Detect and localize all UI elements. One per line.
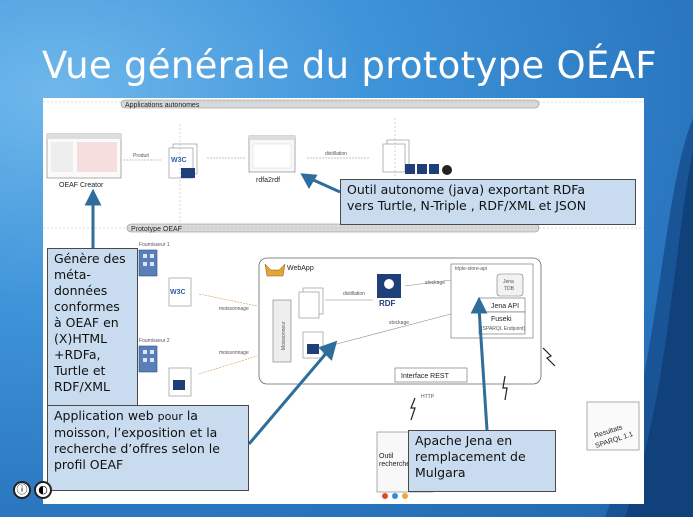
callout-c3-line1: Application web pour la — [54, 408, 242, 425]
callout-outil-autonome: Outil autonome (java) exportant RDFa ver… — [340, 179, 636, 225]
tomcat-cat-icon — [264, 263, 286, 277]
callout-c3-part1: Application web — [54, 408, 158, 423]
callout-c1-line2: vers Turtle, N-Triple , RDF/XML et JSON — [347, 198, 587, 213]
triple-store-api-label: triple-store-api — [455, 266, 487, 272]
callout-c4-line3: Mulgara — [415, 465, 466, 480]
outil-label: Outil — [379, 453, 394, 460]
by-icon: ◐ — [34, 481, 52, 499]
fournisseur1-label: Fournisseur 1 — [139, 242, 170, 248]
callout-arrows — [84, 173, 489, 445]
building-icon — [138, 249, 158, 277]
callout-c4-line1: Apache Jena en — [415, 433, 513, 448]
file-icon — [382, 139, 452, 175]
jena-tdb-label-2: TDB — [504, 286, 515, 292]
sparql-endpoint-label: (SPARQL Endpoint) — [481, 326, 526, 332]
moissonnage1-label: moissonnage — [219, 306, 249, 312]
callout-c2-line: conformes — [54, 299, 120, 314]
file-icon — [298, 287, 324, 359]
callout-application-web: Application web pour la moisson, l’expos… — [47, 405, 249, 491]
jena-tdb-label-1: Jena — [503, 279, 514, 285]
svg-text:W3C: W3C — [171, 157, 187, 164]
callout-c1-line1: Outil autonome (java) exportant RDFa — [347, 182, 586, 197]
fuseki-label: Fuseki — [491, 316, 512, 323]
distillation2-label: distillation — [343, 291, 365, 297]
http-label: HTTP — [421, 394, 435, 400]
callout-c3-line2: moisson, l’exposition et la — [54, 425, 218, 440]
creative-commons-icon: ⓘ — [13, 481, 31, 499]
stockage-label: stockage — [425, 280, 445, 286]
lightning-icon — [410, 347, 556, 421]
callout-c2-line: Turtle et — [54, 363, 106, 378]
rdfa2rdf-screenshot — [248, 135, 296, 173]
distillation-label: distillation — [325, 151, 347, 157]
section-autonomous-label: Applications autonomes — [125, 102, 200, 109]
callout-c4-line2: remplacement de — [415, 449, 526, 464]
webapp-label: WebApp — [287, 265, 314, 272]
file-icon: W3C — [168, 277, 192, 397]
section-prototype-label: Prototype OEAF — [131, 226, 182, 233]
jena-api-label: Jena API — [491, 303, 519, 310]
fournisseur2-label: Fournisseur 2 — [139, 338, 170, 344]
callout-c2-line: (X)HTML — [54, 331, 108, 346]
interface-rest-label: Interface REST — [401, 373, 450, 380]
callout-c2-line: données — [54, 283, 108, 298]
slide-title: Vue générale du prototype OÉAF — [42, 44, 657, 87]
oeaf-creator-label: OEAF Creator — [59, 182, 104, 189]
rdf-label: RDF — [379, 299, 396, 308]
callout-c2-line: RDF/XML — [54, 379, 111, 394]
rdfa2rdf-label: rdfa2rdf — [256, 177, 280, 184]
callout-c3-part3: la — [182, 408, 198, 423]
callout-c2-line: Génère des — [54, 251, 126, 266]
recherche-label: recherche — [379, 461, 410, 468]
stockage2-label: stockage — [389, 320, 409, 326]
svg-text:W3C: W3C — [170, 289, 186, 296]
callout-c3-part2: pour — [157, 410, 183, 423]
building-icon — [138, 345, 158, 373]
oeaf-creator-screenshot — [46, 133, 122, 179]
callout-c3-line3: recherche d’offres selon le — [54, 441, 220, 456]
callout-c2-line: méta- — [54, 267, 91, 282]
callout-c2-line: +RDFa, — [54, 347, 101, 362]
callout-c2-line: à OEAF en — [54, 315, 119, 330]
rdf-logo-icon — [377, 274, 401, 298]
moissonnage2-label: moissonnage — [219, 350, 249, 356]
produit-label: Produit — [133, 153, 149, 159]
callout-genere-metadonnees: Génère des méta- données conformes à OEA… — [47, 248, 138, 416]
moissonneur-label: Moissonneur — [281, 321, 287, 350]
callout-apache-jena: Apache Jena en remplacement de Mulgara — [408, 430, 556, 492]
callout-c3-line4: profil OEAF — [54, 457, 124, 472]
file-icon: W3C — [168, 143, 198, 179]
